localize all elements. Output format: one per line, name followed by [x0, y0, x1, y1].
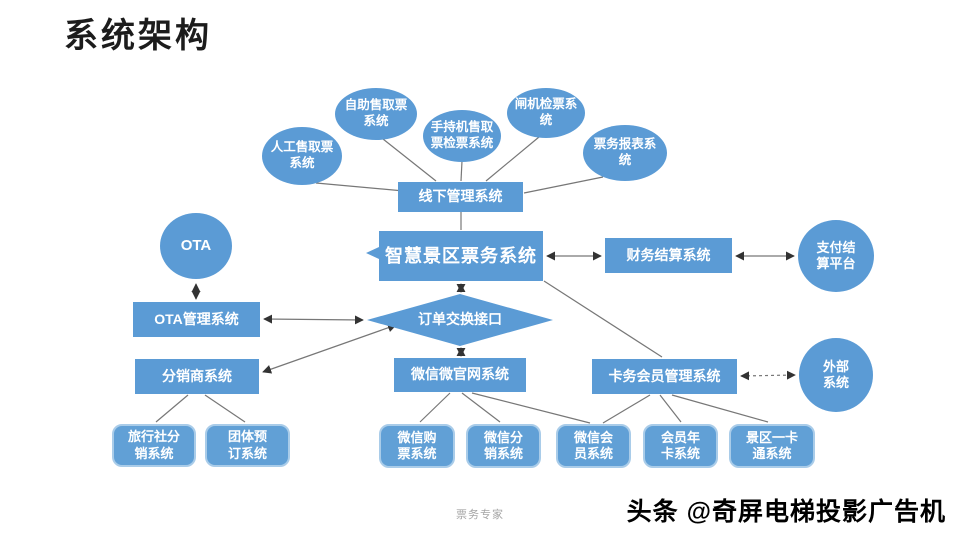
- node-ticket-report-system: 票务报表系 统: [583, 125, 667, 181]
- node-wechat-distribution-system: 微信分 销系统: [466, 424, 541, 468]
- node-smart-scenic-ticket-system: 智慧景区票务系统: [379, 231, 543, 281]
- node-wechat-ticket-system: 微信购 票系统: [379, 424, 455, 468]
- node-one-card-system: 景区一卡 通系统: [729, 424, 815, 468]
- node-payment-settlement-platform: 支付结 算平台: [798, 220, 874, 292]
- node-gate-check-system: 闸机检票系 统: [507, 88, 585, 138]
- node-manual-ticket-system: 人工售取票 系统: [262, 127, 342, 185]
- node-self-service-ticket-system: 自助售取票 系统: [335, 88, 417, 140]
- node-wechat-member-system: 微信会 员系统: [556, 424, 631, 468]
- node-card-member-management-system: 卡务会员管理系统: [592, 359, 737, 394]
- core-left-pointer-icon: [366, 247, 379, 259]
- watermark-text: 头条 @奇屏电梯投影广告机: [626, 498, 946, 526]
- node-wechat-site-system: 微信微官网系统: [394, 358, 526, 392]
- node-ota: OTA: [160, 213, 232, 279]
- page-title: 系统架构: [64, 18, 212, 55]
- node-offline-management-system: 线下管理系统: [398, 182, 523, 212]
- footer-label: 票务专家: [456, 509, 504, 521]
- node-group-booking-system: 团体预 订系统: [205, 424, 290, 467]
- node-ota-management-system: OTA管理系统: [133, 302, 260, 337]
- node-external-system: 外部 系统: [799, 338, 873, 412]
- node-distributor-system: 分销商系统: [135, 359, 259, 394]
- node-handheld-ticket-system: 手持机售取 票检票系统: [423, 110, 501, 162]
- node-annual-card-system: 会员年 卡系统: [643, 424, 718, 468]
- node-finance-settlement-system: 财务结算系统: [605, 238, 732, 273]
- node-travel-agency-distribution-system: 旅行社分 销系统: [112, 424, 196, 467]
